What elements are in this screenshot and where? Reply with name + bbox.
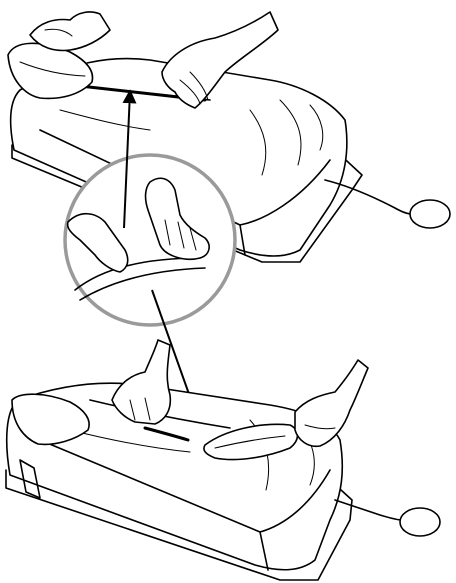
bottom-air-hose	[335, 500, 402, 520]
bottom-right-hand	[295, 360, 368, 446]
bottom-left-hand	[112, 340, 170, 424]
bottom-squeeze-bulb	[400, 508, 440, 536]
bottom-panel	[6, 340, 440, 580]
top-left-hand	[30, 12, 110, 50]
top-squeeze-bulb	[410, 200, 450, 228]
